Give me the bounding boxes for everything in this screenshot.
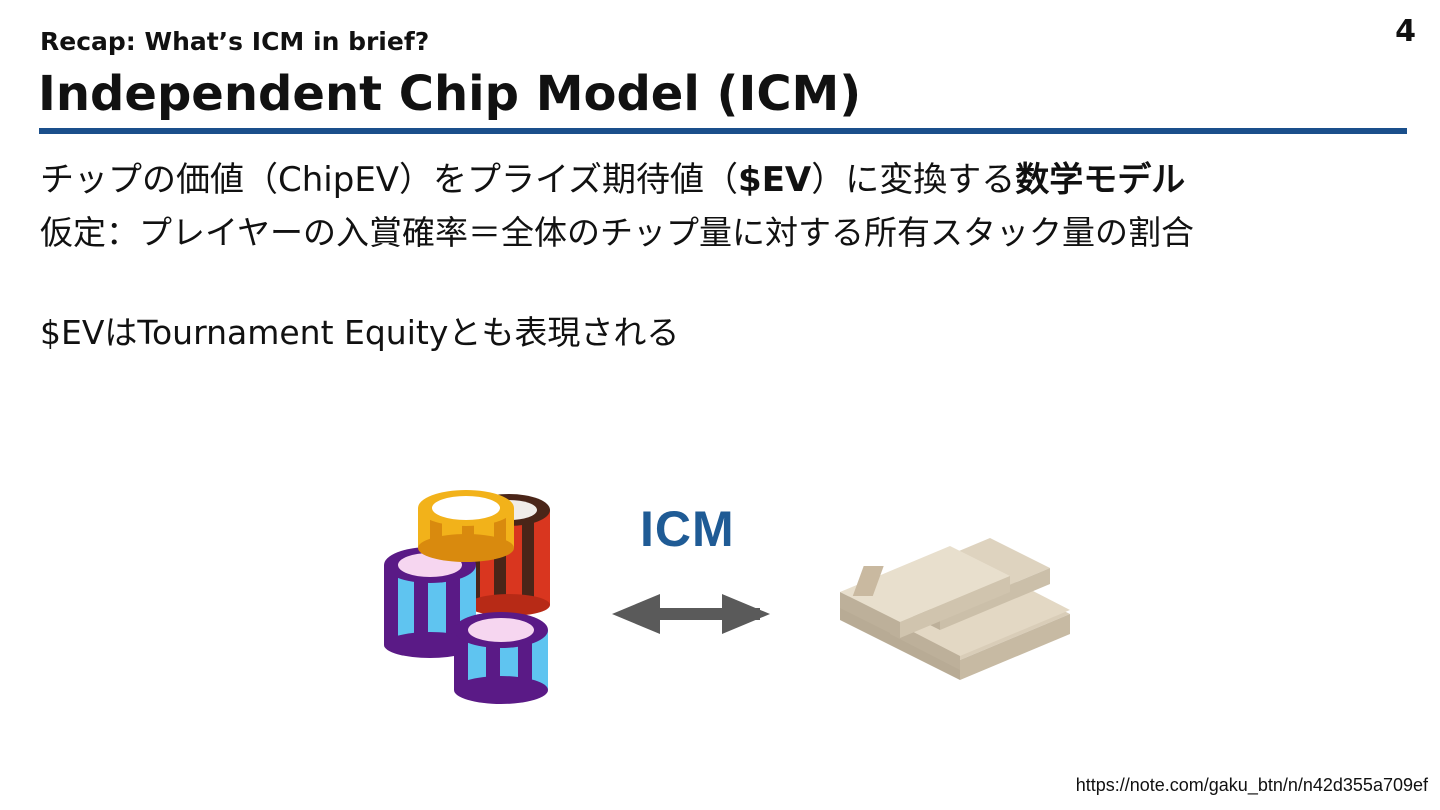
- page-number: 4: [1395, 14, 1416, 49]
- icm-label: ICM: [640, 501, 735, 557]
- definition-line: チップの価値（ChipEV）をプライズ期待値（$EV）に変換する数学モデル: [40, 156, 1185, 204]
- double-arrow-icon: [612, 594, 770, 634]
- definition-text-1: チップの価値（ChipEV）をプライズ期待値（: [40, 160, 739, 200]
- assumption-line: 仮定：プレイヤーの入賞確率＝全体のチップ量に対する所有スタック量の割合: [40, 213, 1195, 252]
- source-url: https://note.com/gaku_btn/n/n42d355a709e…: [1075, 775, 1428, 795]
- definition-bold-model: 数学モデル: [1015, 160, 1186, 200]
- equity-note-line: $EVはTournament Equityとも表現される: [40, 313, 680, 352]
- cash-bundles-icon: $: [840, 538, 1070, 680]
- definition-text-2: ）に変換する: [811, 160, 1016, 200]
- definition-bold-ev: $EV: [738, 160, 812, 200]
- title-divider: [39, 128, 1407, 134]
- icm-illustration: $: [384, 490, 1070, 704]
- poker-chip-stacks-icon: [384, 490, 550, 704]
- slide-subtitle: Recap: What’s ICM in brief?: [40, 27, 430, 56]
- slide-title: Independent Chip Model (ICM): [38, 66, 862, 122]
